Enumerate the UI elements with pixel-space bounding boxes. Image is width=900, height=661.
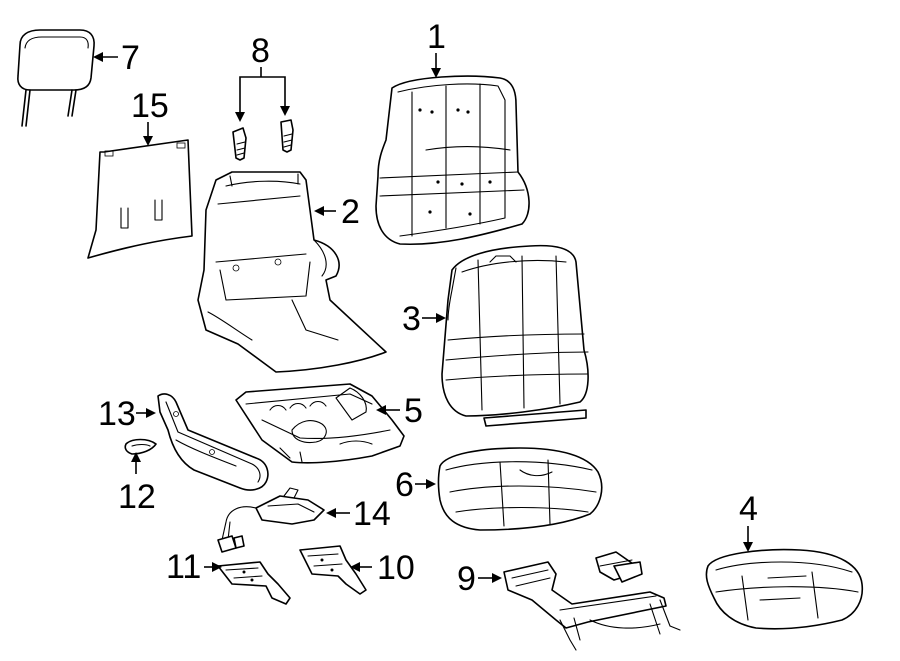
callout-15-label: 15 bbox=[131, 87, 169, 125]
part-4-cushion-pad bbox=[705, 548, 864, 630]
callout-4-label: 4 bbox=[739, 490, 758, 528]
callout-5-label: 5 bbox=[404, 392, 423, 430]
callout-6-label: 6 bbox=[395, 466, 414, 504]
part-7-headrest bbox=[17, 29, 95, 127]
callout-10: 10 bbox=[350, 549, 415, 587]
callout-14: 14 bbox=[326, 495, 391, 533]
callout-11-label: 11 bbox=[166, 548, 201, 586]
callout-3-label: 3 bbox=[402, 300, 421, 338]
part-12-clip bbox=[124, 438, 157, 455]
part-10-bracket bbox=[299, 545, 367, 595]
part-9-seat-track bbox=[503, 551, 681, 651]
part-3-seatback-cover bbox=[441, 244, 589, 427]
part-11-bracket bbox=[217, 561, 291, 605]
part-1-seatback-upper bbox=[375, 75, 530, 246]
part-6-cushion-cover bbox=[437, 447, 603, 531]
callout-6: 6 bbox=[395, 466, 436, 504]
callout-1-label: 1 bbox=[427, 18, 446, 56]
callout-13: 13 bbox=[98, 395, 156, 433]
callout-10-label: 10 bbox=[377, 549, 415, 587]
callout-1: 1 bbox=[427, 18, 446, 78]
callout-13-label: 13 bbox=[98, 395, 136, 433]
callout-5: 5 bbox=[376, 392, 423, 430]
callout-12-label: 12 bbox=[118, 478, 156, 516]
callout-2: 2 bbox=[314, 193, 360, 231]
callout-3: 3 bbox=[402, 300, 446, 338]
callout-9-label: 9 bbox=[457, 560, 476, 598]
callout-11: 11 bbox=[166, 548, 222, 586]
callout-7-label: 7 bbox=[121, 39, 140, 77]
part-13-side-shield bbox=[157, 393, 269, 491]
callout-4: 4 bbox=[739, 490, 758, 552]
part-15-back-panel bbox=[87, 139, 193, 259]
callout-7: 7 bbox=[93, 39, 140, 77]
part-14-wire-harness bbox=[217, 487, 325, 553]
callout-8: 8 bbox=[235, 32, 290, 122]
part-8-bolts bbox=[232, 119, 294, 161]
callout-8-label: 8 bbox=[251, 32, 270, 70]
callout-12: 12 bbox=[118, 452, 156, 516]
callout-14-label: 14 bbox=[353, 495, 391, 533]
callout-9: 9 bbox=[457, 560, 502, 598]
callout-15: 15 bbox=[131, 87, 169, 146]
part-2-seat-frame bbox=[197, 171, 387, 373]
part-5-cushion-pan bbox=[235, 383, 405, 464]
callout-2-label: 2 bbox=[341, 193, 360, 231]
